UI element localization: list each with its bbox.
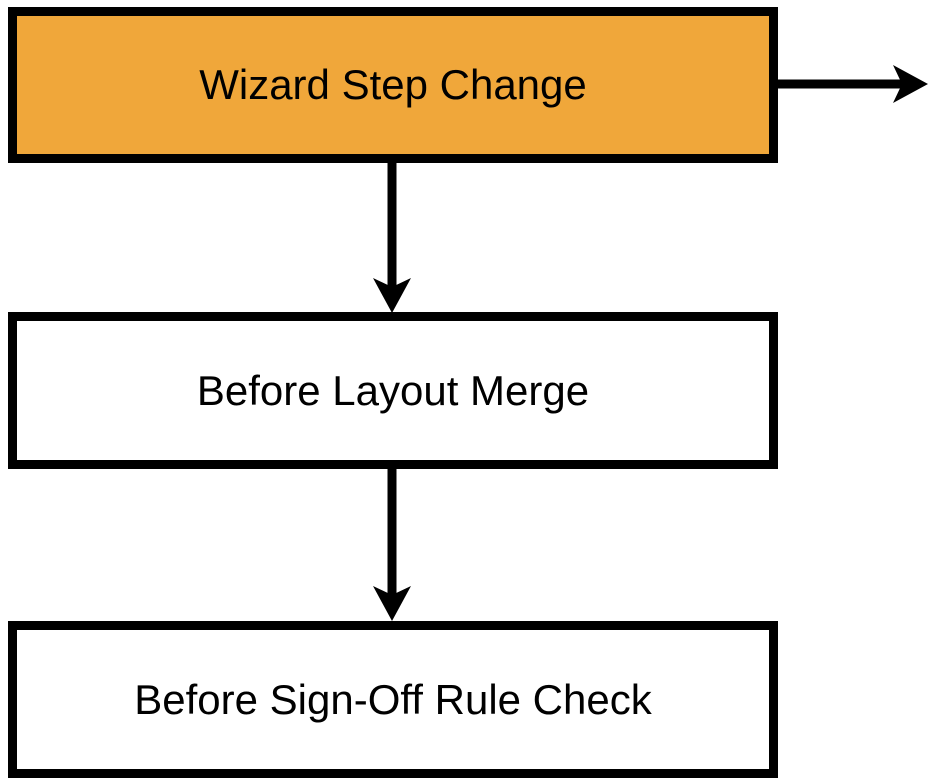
arrowhead-down-icon [373,586,411,621]
arrowhead-down-icon [373,278,411,313]
node-before-layout-merge[interactable]: Before Layout Merge [8,312,778,469]
node-box[interactable] [8,621,778,778]
node-box[interactable] [8,312,778,469]
node-label: Before Layout Merge [197,367,589,414]
edge-layout-merge-to-sign-off [373,469,411,621]
arrowhead-right-icon [893,65,928,103]
node-label: Before Sign-Off Rule Check [134,676,652,723]
edge-wizard-to-right [778,65,928,103]
edge-wizard-to-layout-merge [373,163,411,313]
node-wizard-step-change[interactable]: Wizard Step Change [8,7,778,163]
node-label: Wizard Step Change [199,61,587,108]
node-box[interactable] [8,7,778,163]
node-before-sign-off-rule-check[interactable]: Before Sign-Off Rule Check [8,621,778,778]
